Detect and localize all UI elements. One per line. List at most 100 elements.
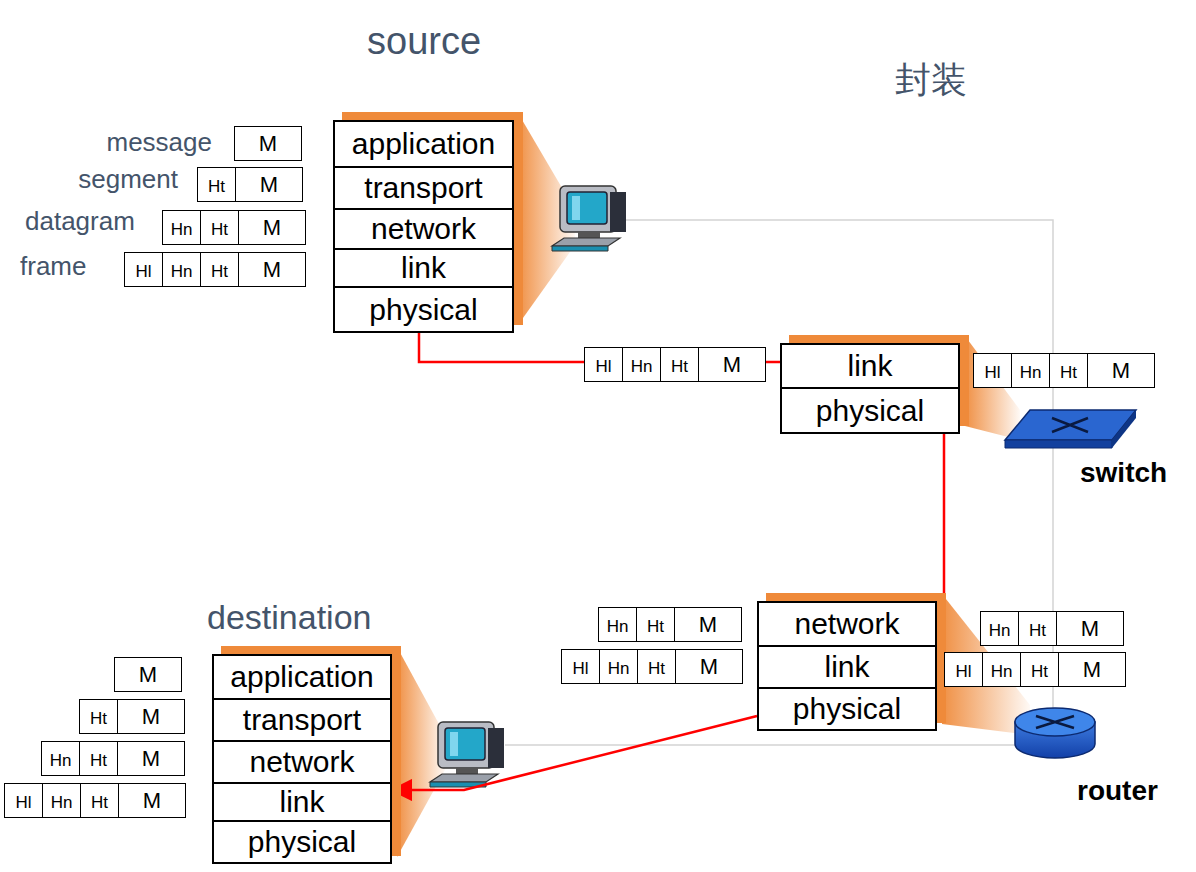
layer-box: link (782, 345, 958, 389)
stack-heading: router (1077, 775, 1158, 807)
layer-box: physical (782, 389, 958, 432)
payload-cell: M (235, 127, 301, 160)
packet-kind-label: frame (20, 251, 86, 282)
layer-box: application (214, 656, 390, 700)
packet: HtM (79, 699, 185, 734)
layer-name: network (371, 212, 476, 246)
layer-name: application (352, 127, 495, 161)
protocol-stack: switchlinkphysical (780, 343, 960, 434)
payload-cell: M (1059, 653, 1125, 686)
payload-cell: M (1088, 354, 1154, 387)
header-cell: Hl (945, 653, 983, 686)
stack-heading: source (367, 20, 481, 63)
header-cell: Hn (623, 348, 661, 381)
wire (505, 220, 1053, 745)
stack-heading: switch (1080, 457, 1167, 489)
data-path (392, 716, 757, 790)
router-icon (1015, 708, 1095, 758)
header-cell: Hn (1012, 354, 1050, 387)
header-cell: Ht (201, 211, 239, 244)
header-cell: Ht (1021, 653, 1059, 686)
packet-kind-label: message (107, 127, 213, 158)
header-cell: Ht (1019, 612, 1057, 645)
layer-box: transport (335, 168, 512, 210)
layer-box: link (214, 784, 390, 822)
layer-name: physical (816, 394, 924, 428)
packet: HtM (197, 167, 303, 202)
header-cell: Hl (585, 348, 623, 381)
layer-name: link (279, 785, 324, 819)
title: 封装 (895, 56, 967, 105)
header-cell: Hn (163, 211, 201, 244)
payload-cell: M (115, 658, 181, 691)
header-cell: Hn (600, 650, 638, 683)
payload-cell: M (239, 253, 305, 286)
packet: HnHtM (162, 210, 306, 245)
payload-cell: M (699, 348, 765, 381)
header-cell: Hn (599, 608, 637, 641)
payload-cell: M (118, 742, 184, 775)
header-cell: Ht (81, 784, 119, 817)
protocol-stack: sourceapplicationtransportnetworklinkphy… (333, 120, 514, 333)
packet: HnHtM (980, 611, 1124, 646)
packet-kind-label: segment (78, 164, 178, 195)
header-cell: Hl (5, 784, 43, 817)
switch-icon (1005, 410, 1136, 448)
layer-box: application (335, 122, 512, 168)
payload-cell: M (239, 211, 305, 244)
layer-name: link (401, 251, 446, 285)
header-cell: Ht (198, 168, 236, 201)
packet: HlHnHtM (124, 252, 306, 287)
payload-cell: M (236, 168, 302, 201)
header-cell: Hn (981, 612, 1019, 645)
layer-box: network (759, 603, 935, 647)
layer-name: link (824, 650, 869, 684)
header-cell: Ht (201, 253, 239, 286)
layer-box: physical (214, 822, 390, 862)
header-cell: Ht (637, 608, 675, 641)
stack-heading: destination (207, 598, 371, 637)
glow (965, 336, 1020, 440)
packet: HlHnHtM (944, 652, 1126, 687)
layer-name: physical (793, 692, 901, 726)
header-cell: Hl (974, 354, 1012, 387)
layer-name: network (249, 745, 354, 779)
payload-cell: M (676, 650, 742, 683)
payload-cell: M (675, 608, 741, 641)
layer-name: physical (369, 293, 477, 327)
header-cell: Hl (562, 650, 600, 683)
header-cell: Hn (163, 253, 201, 286)
computer-icon (430, 722, 504, 787)
header-cell: Hn (43, 784, 81, 817)
packet-kind-label: datagram (25, 206, 135, 237)
computer-icon (552, 186, 626, 251)
layer-box: transport (214, 700, 390, 742)
layer-box: physical (335, 288, 512, 331)
layer-name: physical (248, 825, 356, 859)
protocol-stack: routernetworklinkphysical (757, 601, 937, 731)
data-path (937, 434, 944, 711)
packet: HlHnHtM (561, 649, 743, 684)
header-cell: Ht (638, 650, 676, 683)
header-cell: Hl (125, 253, 163, 286)
payload-cell: M (1057, 612, 1123, 645)
header-cell: Ht (80, 700, 118, 733)
packet: M (114, 657, 182, 692)
packet: HlHnHtM (973, 353, 1155, 388)
header-cell: Hn (983, 653, 1021, 686)
protocol-stack: destinationapplicationtransportnetworkli… (212, 654, 392, 864)
payload-cell: M (118, 700, 184, 733)
header-cell: Hn (42, 742, 80, 775)
layer-box: network (335, 210, 512, 250)
header-cell: Ht (1050, 354, 1088, 387)
layer-name: transport (364, 171, 482, 205)
layer-name: link (847, 349, 892, 383)
layer-box: link (335, 250, 512, 288)
layer-name: network (794, 607, 899, 641)
packet: M (234, 126, 302, 161)
packet: HlHnHtM (584, 347, 766, 382)
layer-box: link (759, 647, 935, 689)
packet: HnHtM (598, 607, 742, 642)
